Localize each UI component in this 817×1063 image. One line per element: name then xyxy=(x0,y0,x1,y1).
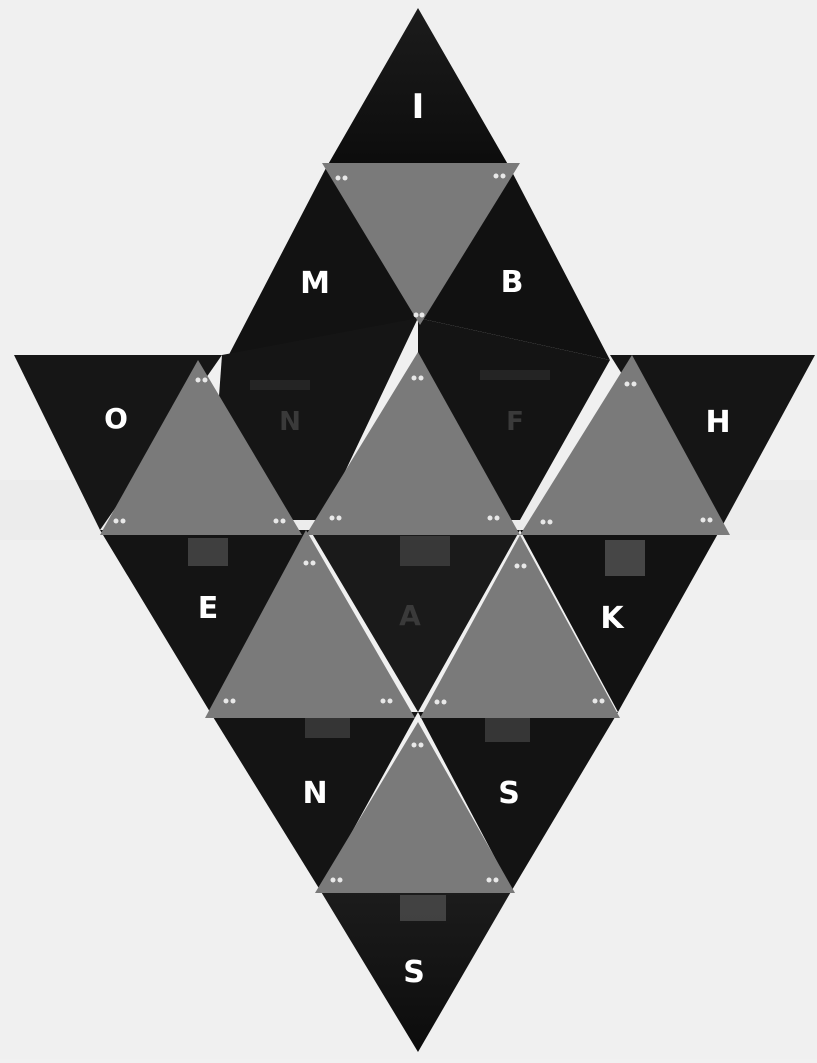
letter-e: E xyxy=(198,591,219,626)
letter-h: H xyxy=(705,405,730,440)
letter-b: B xyxy=(501,265,524,300)
letter-f-faint: F xyxy=(506,407,524,437)
letter-n: N xyxy=(302,776,327,811)
letter-o: O xyxy=(104,402,128,435)
letter-s-bottom: S xyxy=(403,955,425,990)
letter-s-right: S xyxy=(498,776,520,811)
letter-m: M xyxy=(300,266,330,301)
letter-n-faint: N xyxy=(279,407,301,437)
letter-k: K xyxy=(600,601,625,636)
letter-top: I xyxy=(412,87,425,127)
letter-a-faint: A xyxy=(399,599,421,632)
